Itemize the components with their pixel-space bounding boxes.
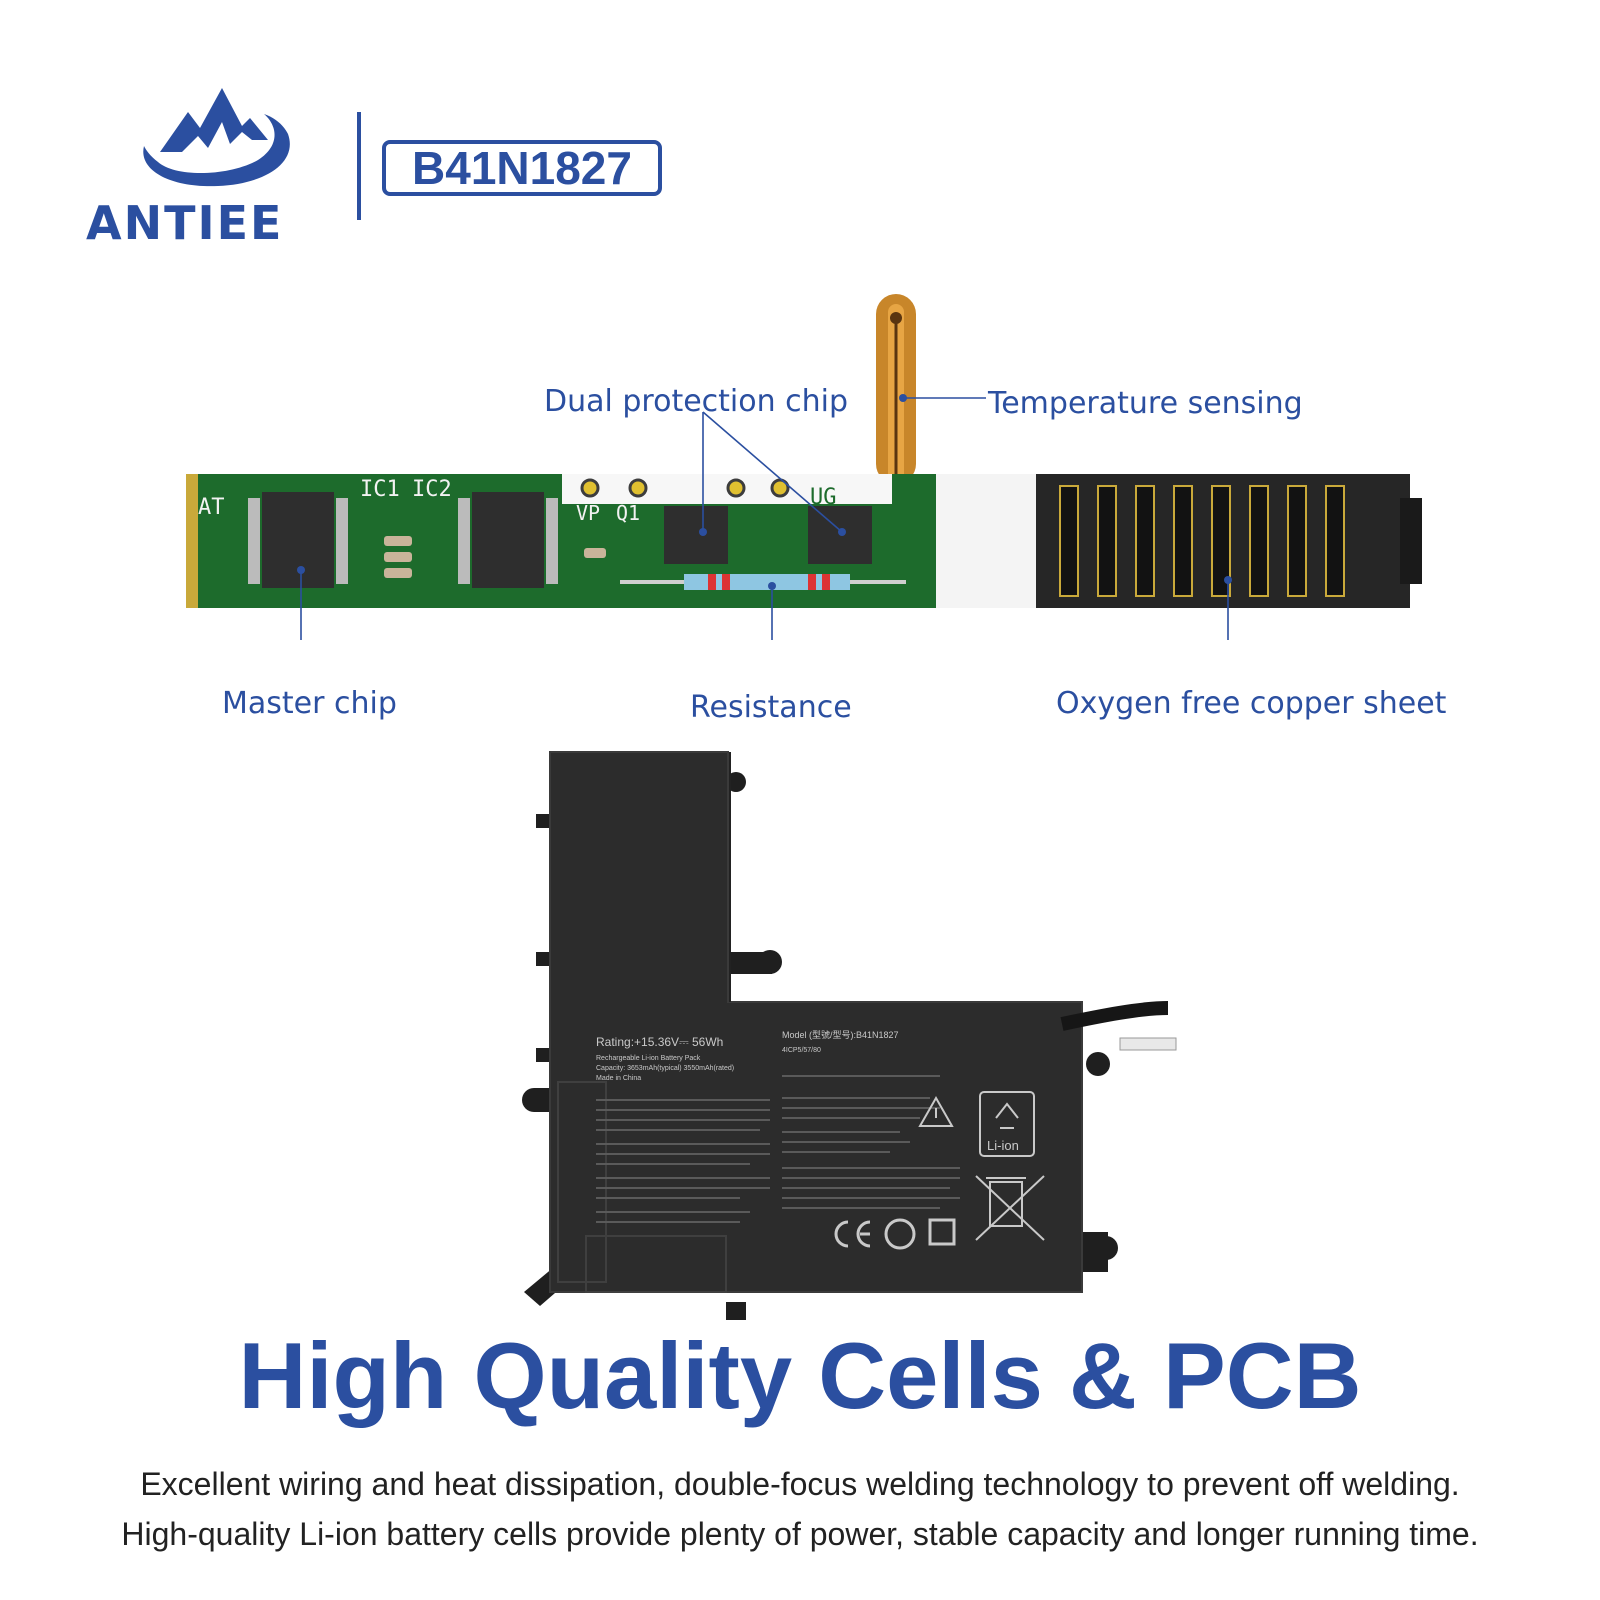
pcb-label-q1: Q1 bbox=[616, 501, 640, 525]
callout-resistance: Resistance bbox=[690, 690, 852, 725]
recycle-icon bbox=[979, 1091, 1035, 1157]
certification-icon bbox=[928, 1218, 956, 1246]
battery-capacity: Capacity: 3653mAh(typical) 3550mAh(rated… bbox=[596, 1065, 734, 1072]
pcb-label-ic2: IC2 bbox=[412, 477, 452, 502]
battery-cells: 4ICP5/57/80 bbox=[782, 1047, 821, 1054]
pcb-illustration: AT IC1 IC2 VP Q1 UG bbox=[186, 294, 1422, 640]
battery-pack-illustration: Rating:+15.36V⎓ 56Wh Rechargeable Li-ion… bbox=[522, 751, 1177, 1320]
brand-name: ANTIEE bbox=[86, 196, 284, 250]
callout-temperature-sensing: Temperature sensing bbox=[988, 386, 1303, 421]
model-badge: B41N1827 bbox=[382, 140, 662, 196]
headline: High Quality Cells & PCB bbox=[238, 1323, 1362, 1428]
battery-rating: Rating:+15.36V⎓ 56Wh bbox=[596, 1035, 723, 1049]
pcb-label-ic1: IC1 bbox=[360, 477, 400, 502]
callout-oxygen-free-copper-sheet: Oxygen free copper sheet bbox=[1056, 686, 1447, 721]
battery-origin: Made in China bbox=[596, 1075, 641, 1082]
weee-bin-icon bbox=[975, 1175, 1045, 1241]
battery-li-ion: Li-ion bbox=[987, 1138, 1019, 1153]
callout-dual-protection-chip: Dual protection chip bbox=[544, 384, 849, 419]
pcb-label-ug: UG bbox=[810, 485, 837, 510]
description-line-2: High-quality Li-ion battery cells provid… bbox=[121, 1516, 1479, 1552]
pcb-label-at: AT bbox=[198, 495, 225, 520]
battery-type: Rechargeable Li-ion Battery Pack bbox=[596, 1055, 701, 1062]
mountain-logo-icon bbox=[143, 88, 290, 187]
callout-master-chip: Master chip bbox=[222, 686, 397, 721]
brand-divider bbox=[357, 112, 361, 220]
energy-mark-icon bbox=[884, 1218, 916, 1250]
ce-mark-icon bbox=[834, 1220, 849, 1248]
description-line-1: Excellent wiring and heat dissipation, d… bbox=[140, 1466, 1460, 1502]
pcb-label-vp: VP bbox=[576, 501, 600, 525]
warning-icon bbox=[918, 1095, 954, 1127]
battery-model: Model (型號/型号):B41N1827 bbox=[782, 1029, 899, 1040]
